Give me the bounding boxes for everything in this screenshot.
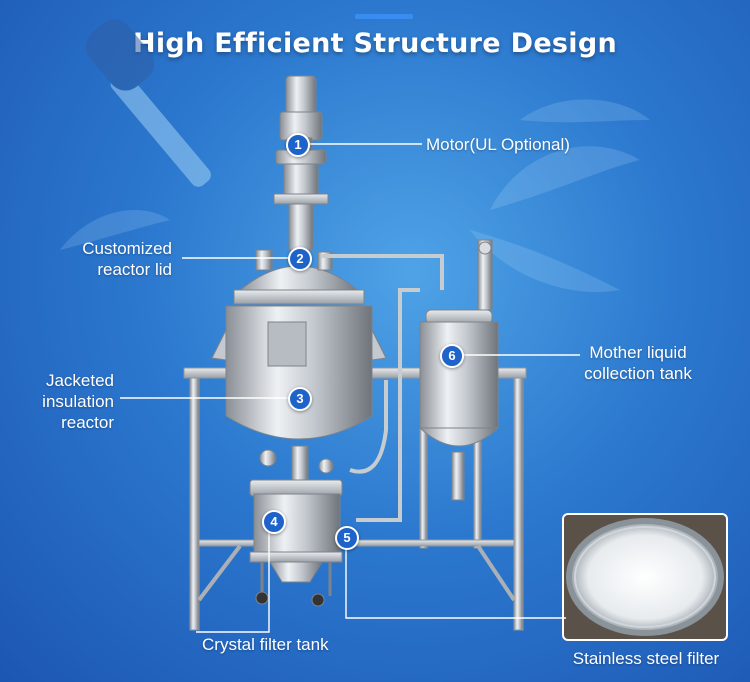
callout-badge-6: 6 — [440, 344, 464, 368]
leaf-decoration — [60, 99, 650, 292]
reactor-body — [211, 305, 387, 481]
dropper-decoration — [85, 19, 211, 187]
motor — [273, 75, 329, 251]
stainless-filter-photo — [562, 513, 728, 641]
page-title: High Efficient Structure Design — [132, 28, 618, 59]
callout-label-3: Jacketed insulation reactor — [42, 371, 114, 432]
reactor-lid — [233, 249, 365, 305]
crystal-filter-tank — [249, 479, 343, 607]
callout-label-1: Motor(UL Optional) — [426, 135, 570, 154]
leader-5 — [345, 545, 566, 619]
transfer-pipe — [322, 254, 444, 522]
leader-lines — [120, 143, 580, 633]
callout-label-5: Stainless steel filter — [572, 649, 720, 668]
callout-badge-5: 5 — [335, 526, 359, 550]
top-accent-bar — [355, 14, 413, 19]
mother-liquid-tank — [418, 239, 500, 501]
callout-badge-4: 4 — [262, 510, 286, 534]
callout-badge-3: 3 — [288, 387, 312, 411]
callout-label-6: Mother liquid collection tank — [584, 343, 692, 383]
callout-label-4: Crystal filter tank — [202, 635, 329, 654]
leader-4 — [196, 530, 270, 633]
callout-badge-2: 2 — [288, 247, 312, 271]
callout-label-2: Customized reactor lid — [82, 239, 172, 279]
callout-badge-1: 1 — [286, 133, 310, 157]
